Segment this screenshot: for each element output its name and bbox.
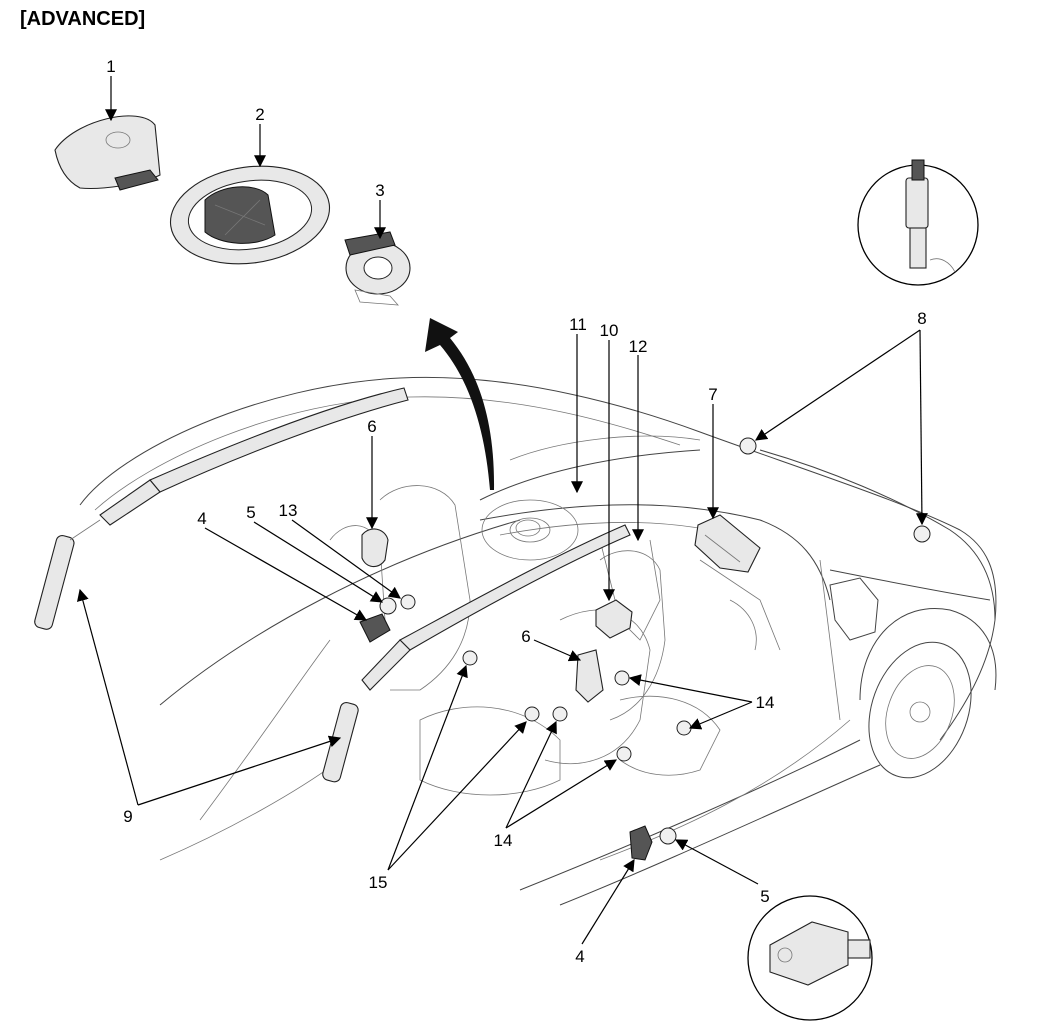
srs-control-module	[595, 599, 633, 639]
callout-8: 8	[917, 309, 926, 328]
callout-7: 7	[708, 385, 717, 404]
side-airbag-seat	[575, 649, 604, 703]
vehicle-outline	[79, 376, 997, 906]
knee-airbag	[361, 528, 389, 568]
steering-wheel	[169, 165, 331, 265]
clock-spring	[344, 231, 411, 306]
callout-5-left: 5	[246, 503, 255, 522]
occupant-sensor-marker	[614, 670, 630, 686]
seat-belt-sensor-marker	[400, 594, 416, 610]
callout-6-right: 6	[521, 627, 530, 646]
steering-pad-interior	[515, 519, 541, 537]
assembly-arrow	[425, 318, 495, 490]
side-impact-sensor-left	[359, 613, 391, 643]
driver-airbag-module	[54, 115, 161, 191]
callout-6-left: 6	[367, 417, 376, 436]
callout-15: 15	[369, 873, 388, 892]
pressure-side-sensor-marker	[659, 827, 677, 845]
pressure-side-sensor-marker	[379, 597, 397, 615]
sensor-markers	[379, 437, 931, 845]
seat-belt-buckle-marker	[524, 706, 540, 722]
callout-5-bottom: 5	[760, 887, 769, 906]
front-impact-sensor-marker	[913, 525, 931, 543]
passenger-airbag	[694, 514, 761, 573]
callout-12: 12	[629, 337, 648, 356]
page-title: [ADVANCED]	[20, 8, 146, 30]
callout-11: 11	[569, 315, 587, 334]
curtain-airbag-right	[322, 524, 631, 783]
occupant-sensor-marker	[552, 706, 568, 722]
callout-3: 3	[375, 181, 384, 200]
detail-front-sensor	[857, 159, 979, 286]
callout-2: 2	[255, 105, 264, 124]
leader-lines	[77, 76, 928, 945]
curtain-airbag-left	[34, 387, 409, 630]
callout-13: 13	[279, 501, 298, 520]
front-impact-sensor-marker	[739, 437, 757, 455]
seat-belt-buckle-marker	[462, 650, 478, 666]
callout-4-bottom: 4	[575, 947, 584, 966]
callout-1: 1	[106, 57, 115, 76]
occupant-sensor-marker	[616, 746, 632, 762]
callout-14-bottom: 14	[494, 831, 513, 850]
callout-10: 10	[600, 321, 619, 340]
callout-14-right: 14	[756, 693, 775, 712]
callout-4-left: 4	[197, 509, 206, 528]
occupant-sensor-marker	[676, 720, 692, 736]
callout-numbers: 1 2 3 4 5 6 13 11 10 12 7 8 6 14 9 15 14…	[106, 57, 926, 966]
callout-9: 9	[123, 807, 132, 826]
side-impact-sensor-bottom	[629, 825, 653, 861]
detail-side-sensor	[747, 895, 873, 1021]
